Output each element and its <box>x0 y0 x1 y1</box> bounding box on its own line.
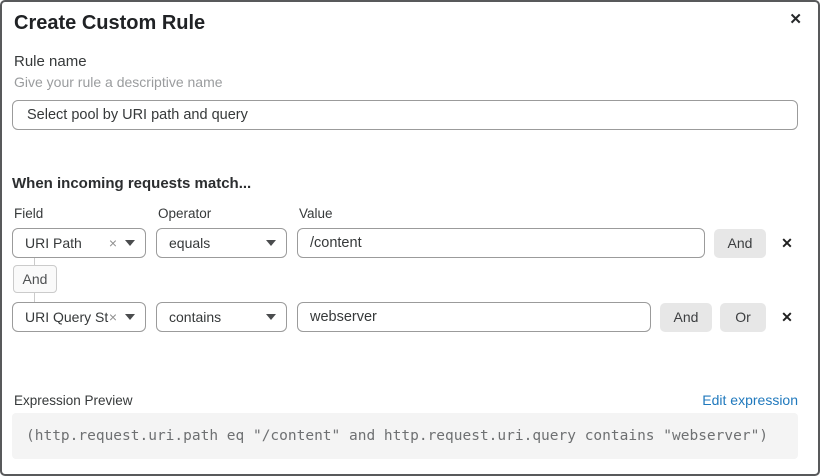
chevron-down-icon <box>266 314 276 320</box>
field-column-label: Field <box>14 206 44 221</box>
or-button[interactable]: Or <box>720 302 766 332</box>
clear-field-icon[interactable]: × <box>108 309 117 325</box>
expression-code-block: (http.request.uri.path eq "/content" and… <box>12 413 798 459</box>
remove-condition-icon[interactable]: ✕ <box>776 235 798 252</box>
and-button[interactable]: And <box>660 302 712 332</box>
condition-row-2: URI Query St... × contains And Or ✕ <box>12 302 798 332</box>
column-labels: Field Operator Value <box>12 206 798 222</box>
expression-preview-header: Expression Preview Edit expression <box>12 390 798 408</box>
condition-connector: And <box>12 258 798 302</box>
rule-name-hint: Give your rule a descriptive name <box>14 74 223 90</box>
remove-condition-icon[interactable]: ✕ <box>776 309 798 326</box>
match-heading: When incoming requests match... <box>12 175 252 192</box>
rule-name-label: Rule name <box>14 53 87 70</box>
operator-column-label: Operator <box>158 206 212 221</box>
value-input[interactable] <box>297 228 705 258</box>
value-input[interactable] <box>297 302 651 332</box>
field-select[interactable]: URI Query St... × <box>12 302 146 332</box>
chevron-down-icon <box>266 240 276 246</box>
expression-preview-label: Expression Preview <box>14 393 133 408</box>
and-button[interactable]: And <box>714 228 766 258</box>
close-icon[interactable]: ✕ <box>785 8 806 32</box>
operator-select-value: contains <box>169 309 222 325</box>
dialog-title: Create Custom Rule <box>14 12 206 34</box>
and-connector-badge: And <box>13 265 57 293</box>
operator-select-value: equals <box>169 235 211 251</box>
operator-select[interactable]: contains <box>156 302 287 332</box>
value-column-label: Value <box>299 206 333 221</box>
field-select[interactable]: URI Path × <box>12 228 146 258</box>
rule-name-input[interactable] <box>12 100 798 130</box>
chevron-down-icon <box>125 240 135 246</box>
chevron-down-icon <box>125 314 135 320</box>
operator-select[interactable]: equals <box>156 228 287 258</box>
field-select-value: URI Path <box>25 235 82 251</box>
edit-expression-link[interactable]: Edit expression <box>702 392 798 408</box>
clear-field-icon[interactable]: × <box>108 235 117 251</box>
expression-code-text: (http.request.uri.path eq "/content" and… <box>26 428 769 444</box>
condition-row-1: URI Path × equals And ✕ <box>12 228 798 258</box>
field-select-value: URI Query St... <box>25 309 109 325</box>
